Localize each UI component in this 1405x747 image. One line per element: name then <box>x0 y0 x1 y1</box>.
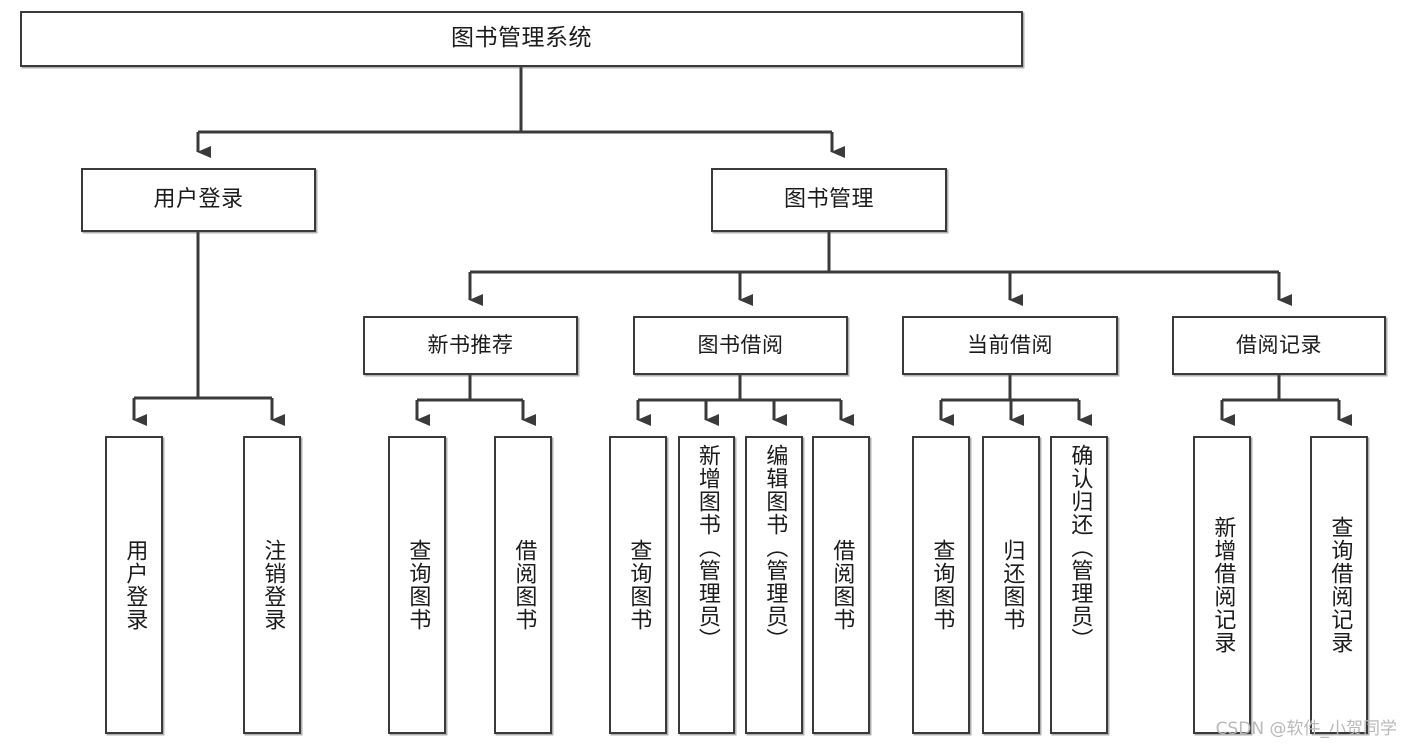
node-label: 查询图书 <box>929 539 955 631</box>
node-label: 借阅图书 <box>511 539 537 631</box>
node-label: 图书管理系统 <box>451 25 592 52</box>
leaf-record-query-record[interactable]: 查询借阅记录 <box>1310 436 1368 734</box>
leaf-borrow-query-book[interactable]: 查询图书 <box>609 436 667 734</box>
node-label: 当前借阅 <box>967 333 1053 358</box>
node-borrow-record[interactable]: 借阅记录 <box>1172 316 1386 375</box>
node-label: 注销登录 <box>260 539 286 631</box>
node-root-system[interactable]: 图书管理系统 <box>20 11 1023 67</box>
leaf-current-return-book[interactable]: 归还图书 <box>982 436 1040 734</box>
leaf-user-login-logout[interactable]: 注销登录 <box>243 436 301 734</box>
leaf-new-book-query-book[interactable]: 查询图书 <box>388 436 446 734</box>
node-label: 新增图书（管理员） <box>694 444 720 651</box>
watermark-text: CSDN @软件_小贺同学 <box>1215 719 1397 739</box>
leaf-borrow-add-book-admin[interactable]: 新增图书（管理员） <box>678 436 735 734</box>
node-label: 编辑图书（管理员） <box>762 444 788 651</box>
node-current-borrow[interactable]: 当前借阅 <box>902 316 1118 375</box>
node-user-login[interactable]: 用户登录 <box>81 168 316 232</box>
node-label: 图书管理 <box>783 186 874 212</box>
node-new-book-recommend[interactable]: 新书推荐 <box>363 316 578 375</box>
leaf-record-add-record[interactable]: 新增借阅记录 <box>1193 436 1251 734</box>
node-label: 查询图书 <box>626 539 652 631</box>
node-label: 确认归还（管理员） <box>1067 444 1093 651</box>
node-label: 借阅记录 <box>1236 333 1322 358</box>
node-label: 新书推荐 <box>427 333 514 358</box>
leaf-new-book-borrow-book[interactable]: 借阅图书 <box>494 436 552 734</box>
leaf-current-confirm-return-admin[interactable]: 确认归还（管理员） <box>1050 436 1108 734</box>
leaf-borrow-borrow-book[interactable]: 借阅图书 <box>812 436 870 734</box>
node-label: 查询借阅记录 <box>1327 516 1353 654</box>
node-label: 新增借阅记录 <box>1210 516 1236 654</box>
node-label: 用户登录 <box>153 186 244 212</box>
leaf-current-query-book[interactable]: 查询图书 <box>912 436 970 734</box>
node-book-management[interactable]: 图书管理 <box>711 168 947 232</box>
leaf-user-login-login[interactable]: 用户登录 <box>105 436 163 734</box>
node-book-borrow[interactable]: 图书借阅 <box>633 316 848 375</box>
node-label: 用户登录 <box>122 539 148 631</box>
node-label: 借阅图书 <box>829 539 855 631</box>
node-label: 归还图书 <box>999 539 1025 631</box>
node-label: 图书借阅 <box>697 333 784 358</box>
node-label: 查询图书 <box>405 539 431 631</box>
leaf-borrow-edit-book-admin[interactable]: 编辑图书（管理员） <box>745 436 803 734</box>
